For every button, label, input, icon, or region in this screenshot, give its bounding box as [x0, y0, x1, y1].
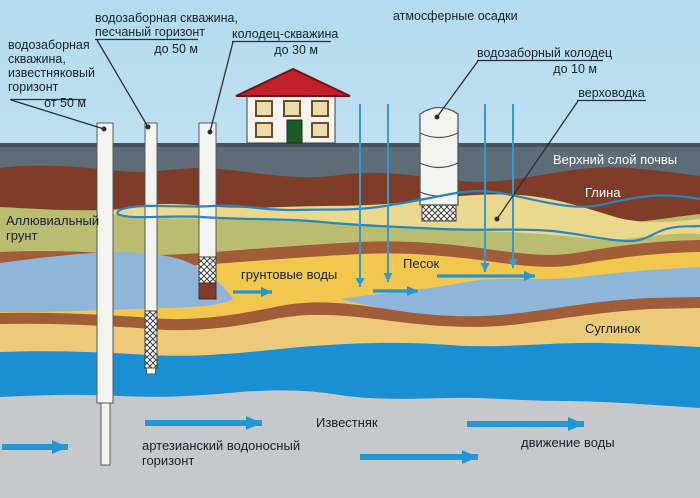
leader-line: [436, 60, 479, 118]
callout-line: скважина,: [8, 52, 66, 66]
waterline: [116, 190, 700, 243]
callout-line: известняковый: [8, 66, 95, 80]
callout-well-sand: водозаборная скважина, песчаный горизонт: [95, 11, 238, 39]
dug-well-ring-line: [419, 162, 459, 169]
callout-line: горизонт: [8, 80, 59, 94]
callout-line: водозаборная скважина,: [95, 11, 238, 25]
leader-dot: [207, 129, 213, 135]
leader-line: [96, 39, 149, 128]
layer-limestone: [0, 390, 700, 498]
callout-well-sand-depth: до 50 м: [154, 42, 198, 56]
label-clay: Глина: [585, 185, 621, 200]
label-loam: Суглинок: [585, 321, 641, 336]
window: [283, 100, 301, 117]
ground-surface-edge: [0, 143, 700, 147]
callout-well-limestone-depth: от 50 м: [44, 96, 86, 110]
label-alluvial-line1: Аллювиальный: [6, 213, 100, 228]
callout-well-shaft-depth: до 30 м: [274, 43, 318, 57]
callout-line: водозаборный колодец: [477, 46, 613, 60]
house-door: [286, 119, 303, 144]
dug-well-filter: [421, 204, 457, 222]
house: [235, 67, 351, 144]
callout-well-shaft: колодец-скважина: [232, 27, 338, 41]
window: [255, 122, 273, 138]
callout-line: песчаный горизонт: [95, 25, 205, 39]
well-shaft-filter: [198, 256, 217, 284]
leader-dot: [494, 216, 500, 222]
label-artesian-line1: артезианский водоносный: [142, 438, 301, 453]
callout-line: колодец-скважина: [232, 27, 339, 41]
pocket-groundwater-left: [0, 252, 233, 312]
dug-well-ring-line: [419, 132, 459, 139]
label-limestone: Известняк: [316, 415, 378, 430]
callout-perched-water: верховодка: [578, 86, 645, 100]
leader-line: [496, 100, 579, 220]
label-artesian-line2: горизонт: [142, 453, 195, 468]
window: [255, 100, 273, 117]
well-limestone-casing: [96, 122, 114, 404]
label-artesian: артезианский водоносный горизонт: [142, 438, 300, 468]
leader-dot: [101, 126, 107, 132]
label-alluvial: Аллювиальный грунт: [6, 213, 99, 243]
window: [311, 100, 329, 117]
house-roof: [235, 67, 351, 97]
callout-line: водозаборная: [8, 38, 90, 52]
leader-line: [209, 41, 234, 133]
label-topsoil: Верхний слой почвы: [553, 152, 678, 167]
callout-well-dug: водозаборный колодец: [477, 46, 612, 60]
callout-well-limestone: водозаборная скважина, известняковый гор…: [8, 38, 95, 94]
callout-well-dug-depth: до 10 м: [553, 62, 597, 76]
leader-dot: [145, 124, 151, 130]
lens-perched-water: [110, 194, 700, 240]
window: [311, 122, 329, 138]
well-sand-filter: [144, 310, 158, 369]
label-water-flow: движение воды: [521, 435, 615, 450]
well-limestone-pipe: [100, 402, 111, 466]
dug-well-body: [419, 106, 459, 206]
well-sand-tip: [146, 367, 156, 375]
well-shaft-casing: [198, 122, 217, 258]
leader-dot: [434, 114, 440, 120]
label-precipitation: атмосферные осадки: [393, 9, 518, 23]
label-sand: Песок: [403, 256, 440, 271]
leader-line: [10, 99, 105, 130]
label-groundwater: грунтовые воды: [241, 267, 338, 282]
label-alluvial-line2: грунт: [6, 228, 38, 243]
well-shaft-plug: [198, 282, 217, 300]
